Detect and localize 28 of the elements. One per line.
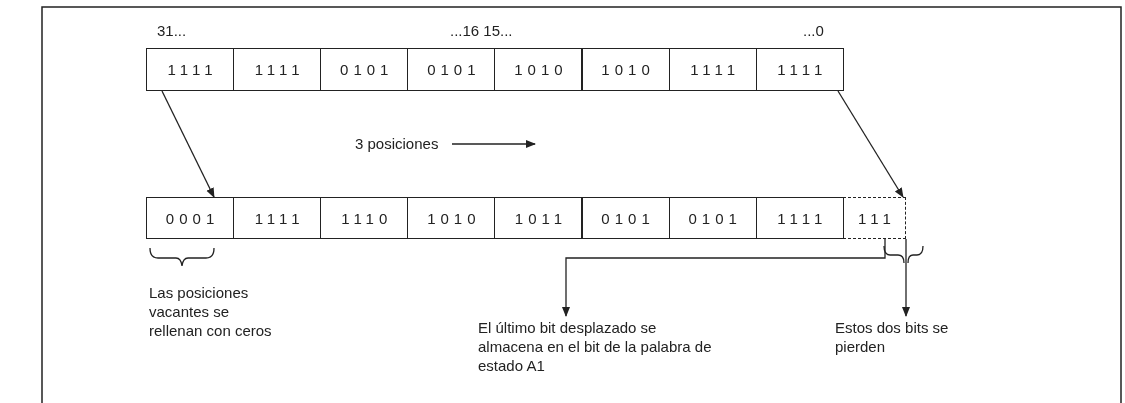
bit-group: 0001	[146, 197, 235, 239]
bit-group: 0101	[407, 48, 496, 91]
bit-group: 0101	[320, 48, 409, 91]
shift-label: 3 posiciones	[355, 134, 439, 153]
note-text: Estos dos bits se pierden	[835, 318, 975, 356]
shifted-out-bits: 111	[843, 197, 906, 239]
bit-group: 1010	[407, 197, 496, 239]
bit-group: 1111	[668, 48, 757, 91]
bit-group: 1011	[494, 197, 583, 239]
bit-group: 1111	[755, 197, 844, 239]
bit-group: 1010	[494, 48, 583, 91]
bit-group: 0101	[668, 197, 757, 239]
note-text: El último bit desplazado se almacena en el bit de la palabra de estado A1	[478, 318, 718, 375]
bit-index-label: ...16 15...	[450, 21, 513, 40]
arrow	[562, 238, 886, 317]
note-text: Las posiciones vacantes se rellenan con ceros	[149, 283, 273, 340]
bit-group: 1111	[233, 48, 322, 91]
bit-index-label: 31...	[157, 21, 187, 40]
bit-index-label: ...0	[803, 21, 824, 40]
bit-group: 1110	[320, 197, 409, 239]
bit-group: 1111	[233, 197, 322, 239]
bit-group: 0101	[581, 197, 670, 239]
bit-group: 1010	[581, 48, 670, 91]
bit-group: 1111	[146, 48, 235, 91]
arrow	[837, 90, 904, 198]
arrow	[161, 90, 215, 198]
bit-group: 1111	[755, 48, 844, 91]
arrow	[902, 238, 910, 317]
